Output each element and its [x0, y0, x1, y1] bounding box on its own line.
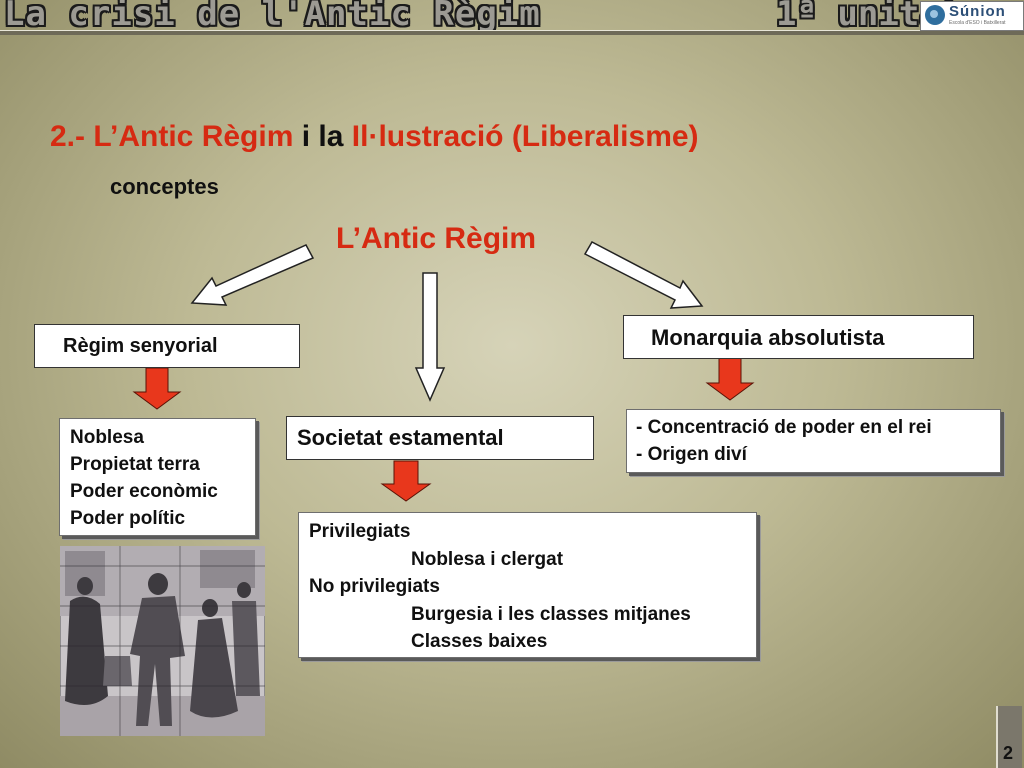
list-item: No privilegiats	[309, 576, 440, 597]
page-subtitle: conceptes	[110, 174, 219, 199]
societat-estamental-box: Societat estamental	[286, 416, 594, 460]
logo-text: Súnion	[949, 3, 1006, 20]
header-divider	[0, 30, 1024, 35]
title-prefix: 2.-	[50, 120, 86, 153]
red-arrow-right-icon	[705, 357, 755, 401]
arrow-down-icon	[414, 272, 446, 402]
red-arrow-left-icon	[132, 367, 182, 410]
title-part1: L’Antic Règim	[93, 120, 294, 153]
sunion-logo: Súnion Escola d'ESO i Batxillerat	[920, 1, 1024, 31]
page-title: 2.- L’Antic Règim i la Il·lustració (Lib…	[50, 120, 699, 154]
logo-globe-icon	[925, 5, 945, 25]
logo-subtext: Escola d'ESO i Batxillerat	[949, 20, 1006, 26]
regim-senyorial-box: Règim senyorial	[34, 324, 300, 368]
list-item: Poder econòmic	[70, 481, 218, 502]
red-arrow-center-icon	[380, 460, 432, 502]
list-item: Noblesa i clergat	[411, 548, 564, 570]
title-part2: Il·lustració (Liberalisme)	[351, 120, 699, 153]
list-item: Propietat terra	[70, 454, 200, 475]
list-item: Burgesia i les classes mitjanes	[411, 603, 691, 625]
header-title: La crisi de l'Antic Règim	[4, 0, 541, 34]
list-item: - Origen diví	[636, 444, 747, 465]
list-item: Classes baixes	[411, 631, 548, 652]
societat-estamental-title: Societat estamental	[297, 425, 504, 450]
slide-number: 2	[1003, 743, 1014, 763]
monarquia-absolutista-box: Monarquia absolutista	[623, 315, 974, 359]
societat-estamental-list: Privilegiats Noblesa i clergat No privil…	[298, 512, 757, 658]
arrow-left-icon	[190, 244, 315, 306]
slide-number-tab: 2	[996, 706, 1022, 768]
arrow-right-icon	[583, 241, 704, 309]
monarquia-absolutista-list: - Concentració de poder en el rei - Orig…	[626, 409, 1001, 473]
list-item: Noblesa	[70, 427, 144, 448]
monarquia-absolutista-title: Monarquia absolutista	[651, 325, 885, 350]
list-item: Poder polític	[70, 508, 186, 529]
engraving-illustration	[60, 546, 265, 736]
regim-senyorial-title: Règim senyorial	[63, 335, 218, 357]
root-concept: L’Antic Règim	[336, 222, 537, 255]
list-item: - Concentració de poder en el rei	[636, 417, 932, 438]
title-connector: i la	[301, 120, 344, 153]
list-item: Privilegiats	[309, 521, 411, 542]
regim-senyorial-list: Noblesa Propietat terra Poder econòmic P…	[59, 418, 256, 536]
